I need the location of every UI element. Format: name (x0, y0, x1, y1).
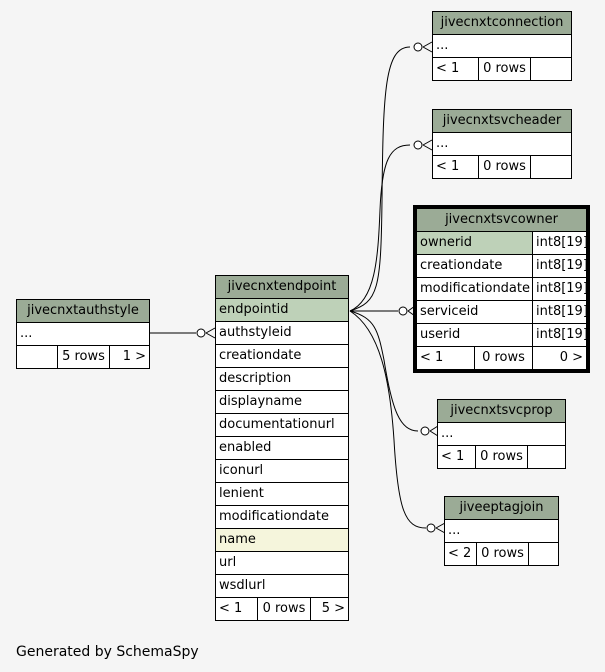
children-count[interactable]: 5 > (310, 598, 348, 620)
column-modificationdate[interactable]: modificationdate (420, 281, 530, 296)
column-creationdate[interactable]: creationdate (420, 258, 503, 273)
column-iconurl[interactable]: iconurl (219, 463, 264, 478)
edge-endpoint-svcprop (349, 310, 419, 432)
table-title: jivecnxtsvcowner (417, 209, 586, 232)
table-title: jivecnxtsvcprop (438, 400, 565, 423)
edge-endpoint-connection (349, 46, 411, 312)
column-lenient[interactable]: lenient (219, 486, 264, 501)
edge-endpoint-svcheader (349, 144, 411, 312)
column-name[interactable]: name (216, 529, 348, 551)
row-count: 0 rows (257, 598, 310, 620)
column-creationdate[interactable]: creationdate (219, 348, 302, 363)
parents-count[interactable]: < 1 (436, 61, 460, 76)
column-type: int8[19] (532, 255, 586, 277)
table-title: jivecnxtsvcheader (433, 110, 571, 133)
parents-count[interactable]: < 2 (448, 546, 472, 561)
column-modificationdate[interactable]: modificationdate (219, 509, 329, 524)
row-count: 5 rows (57, 346, 109, 368)
column-placeholder: ... (436, 38, 449, 53)
column-placeholder: ... (448, 523, 461, 538)
column-userid[interactable]: userid (420, 327, 461, 342)
column-type: int8[19] (532, 278, 586, 300)
row-count: 0 rows (474, 347, 532, 369)
parents-count[interactable]: < 1 (420, 350, 444, 365)
column-url[interactable]: url (219, 555, 237, 570)
table-title: jivecnxtendpoint (216, 276, 348, 299)
row-count: 0 rows (475, 446, 527, 468)
column-authstyleid[interactable]: authstyleid (219, 325, 292, 340)
column-wsdlurl[interactable]: wsdlurl (219, 578, 266, 593)
row-count: 0 rows (476, 543, 528, 565)
column-displayname[interactable]: displayname (219, 394, 303, 409)
column-placeholder: ... (441, 426, 454, 441)
edge-endpoint-eptagjoin (349, 310, 427, 529)
parents-count[interactable]: < 1 (441, 449, 465, 464)
table-title: jiveeptagjoin (445, 497, 558, 520)
row-count: 0 rows (478, 58, 530, 80)
column-type: int8[19] (532, 301, 586, 323)
children-count[interactable] (528, 543, 558, 565)
children-count[interactable]: 1 > (109, 346, 149, 368)
column-type: int8[19] (532, 324, 586, 346)
column-placeholder: ... (436, 136, 449, 151)
column-description[interactable]: description (219, 371, 292, 386)
children-count[interactable] (530, 58, 571, 80)
table-jivecnxtsvcheader[interactable]: jivecnxtsvcheader ... < 1 0 rows (432, 109, 572, 179)
parents-count[interactable]: < 1 (219, 601, 243, 616)
column-enabled[interactable]: enabled (219, 440, 272, 455)
table-title: jivecnxtauthstyle (17, 300, 149, 323)
table-jivecnxtauthstyle[interactable]: jivecnxtauthstyle ... 5 rows 1 > (16, 299, 150, 369)
parents-count[interactable]: < 1 (436, 159, 460, 174)
generated-by-label: Generated by SchemaSpy (16, 644, 199, 660)
table-jivecnxtendpoint[interactable]: jivecnxtendpoint endpointid authstyleid … (215, 275, 349, 621)
table-jiveeptagjoin[interactable]: jiveeptagjoin ... < 2 0 rows (444, 496, 559, 566)
table-title: jivecnxtconnection (433, 12, 571, 35)
table-jivecnxtsvcprop[interactable]: jivecnxtsvcprop ... < 1 0 rows (437, 399, 566, 469)
children-count[interactable] (527, 446, 565, 468)
table-jivecnxtconnection[interactable]: jivecnxtconnection ... < 1 0 rows (432, 11, 572, 81)
column-endpointid[interactable]: endpointid (216, 299, 348, 321)
children-count[interactable]: 0 > (532, 347, 586, 369)
parents-count[interactable] (17, 346, 57, 368)
table-jivecnxtsvcowner[interactable]: jivecnxtsvcowner ownerid int8[19] creati… (413, 205, 590, 373)
column-documentationurl[interactable]: documentationurl (219, 417, 335, 432)
column-serviceid[interactable]: serviceid (420, 304, 479, 319)
column-ownerid[interactable]: ownerid (417, 232, 532, 254)
row-count: 0 rows (478, 156, 530, 178)
column-type: int8[19] (532, 232, 586, 254)
column-placeholder: ... (20, 326, 33, 341)
children-count[interactable] (530, 156, 571, 178)
